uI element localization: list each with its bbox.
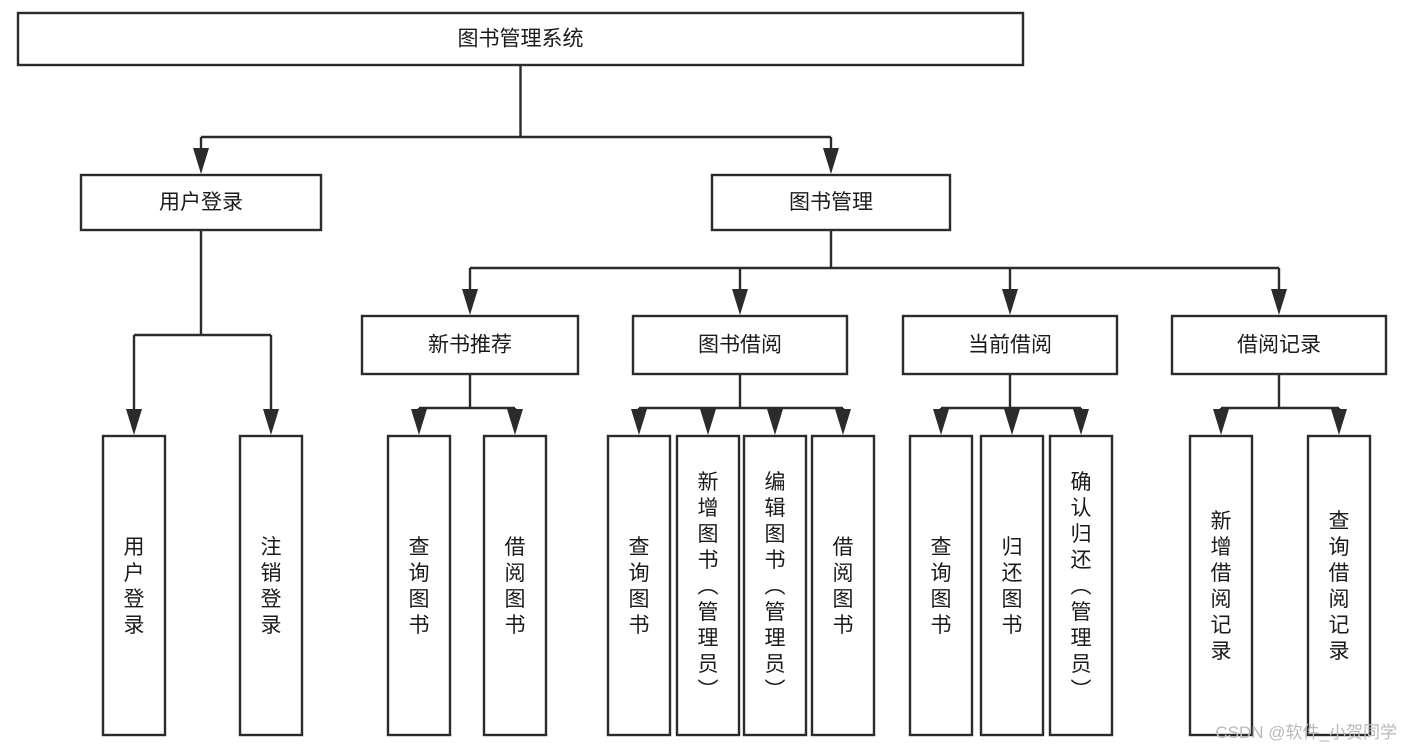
node-box[interactable] xyxy=(901,314,1119,376)
arrow-head-icon xyxy=(411,409,427,435)
arrow-head-icon xyxy=(507,409,523,435)
node-box[interactable] xyxy=(386,434,452,737)
node-box[interactable] xyxy=(1188,434,1254,737)
node-box[interactable] xyxy=(631,314,849,376)
node-box[interactable] xyxy=(1306,434,1372,737)
connector-group-root xyxy=(193,65,839,174)
node-label: 归还图书 xyxy=(1002,536,1023,637)
node-label: 新增借阅记录 xyxy=(1211,510,1232,663)
node-label: 查询图书 xyxy=(629,536,650,637)
node-borrow-record[interactable]: 借阅记录 xyxy=(1170,314,1388,376)
node-leaf-logout-login[interactable]: 注销登录 xyxy=(238,434,304,737)
node-user-login[interactable]: 用户登录 xyxy=(79,173,323,232)
connector-group-new-book-recommend xyxy=(411,374,523,435)
node-box[interactable] xyxy=(742,434,808,737)
node-label: 编辑图书︵管理员︶ xyxy=(765,471,786,702)
node-label: 新书推荐 xyxy=(428,334,512,357)
connector-group-user-login xyxy=(126,230,279,435)
arrow-head-icon xyxy=(823,148,839,174)
node-leaf-query-book-1[interactable]: 查询图书 xyxy=(386,434,452,737)
connector-layer xyxy=(126,65,1347,435)
arrow-head-icon xyxy=(732,289,748,315)
connector-group-book-manage xyxy=(462,230,1287,315)
node-label: 借阅图书 xyxy=(505,536,526,637)
arrow-head-icon xyxy=(1002,289,1018,315)
node-label: 用户登录 xyxy=(124,536,145,637)
arrow-head-icon xyxy=(193,148,209,174)
node-leaf-return-book[interactable]: 归还图书 xyxy=(979,434,1045,737)
node-label: 用户登录 xyxy=(159,191,243,214)
node-leaf-add-book[interactable]: 新增图书︵管理员︶ xyxy=(675,434,741,737)
node-label: 查询图书 xyxy=(931,536,952,637)
node-current-borrow[interactable]: 当前借阅 xyxy=(901,314,1119,376)
connector-group-current-borrow xyxy=(933,374,1089,435)
node-label: 查询图书 xyxy=(409,536,430,637)
node-new-book-recommend[interactable]: 新书推荐 xyxy=(360,314,580,376)
node-box[interactable] xyxy=(360,314,580,376)
node-box[interactable] xyxy=(606,434,672,737)
csdn-watermark: CSDN @软件_小贺同学 xyxy=(1215,723,1397,742)
node-label: 图书管理 xyxy=(789,191,873,214)
node-leaf-add-borrow-record[interactable]: 新增借阅记录 xyxy=(1188,434,1254,737)
arrow-head-icon xyxy=(700,409,716,435)
node-label: 图书管理系统 xyxy=(458,28,584,51)
node-label: 图书借阅 xyxy=(698,334,782,357)
node-label: 借阅图书 xyxy=(833,536,854,637)
arrow-head-icon xyxy=(126,409,142,435)
node-box[interactable] xyxy=(1170,314,1388,376)
arrow-head-icon xyxy=(462,289,478,315)
node-leaf-edit-book[interactable]: 编辑图书︵管理员︶ xyxy=(742,434,808,737)
node-leaf-borrow-book-2[interactable]: 借阅图书 xyxy=(810,434,876,737)
node-box[interactable] xyxy=(482,434,548,737)
node-label: 当前借阅 xyxy=(968,334,1052,357)
node-leaf-query-book-3[interactable]: 查询图书 xyxy=(908,434,974,737)
node-label: 新增图书︵管理员︶ xyxy=(698,471,719,702)
node-label: 借阅记录 xyxy=(1237,334,1321,357)
arrow-head-icon xyxy=(631,409,647,435)
node-leaf-borrow-book-1[interactable]: 借阅图书 xyxy=(482,434,548,737)
node-label: 确认归还︵管理员︶ xyxy=(1071,471,1092,702)
node-box[interactable] xyxy=(101,434,167,737)
node-box[interactable] xyxy=(238,434,304,737)
arrow-head-icon xyxy=(1073,409,1089,435)
connector-group-borrow-record xyxy=(1213,374,1347,435)
node-book-manage[interactable]: 图书管理 xyxy=(710,173,952,232)
node-root[interactable]: 图书管理系统 xyxy=(16,11,1025,67)
node-label: 注销登录 xyxy=(261,536,282,637)
node-box[interactable] xyxy=(710,173,952,232)
arrow-head-icon xyxy=(1213,409,1229,435)
node-box[interactable] xyxy=(908,434,974,737)
arrow-head-icon xyxy=(1331,409,1347,435)
node-leaf-confirm-return[interactable]: 确认归还︵管理员︶ xyxy=(1048,434,1114,737)
arrow-head-icon xyxy=(1271,289,1287,315)
node-box[interactable] xyxy=(1048,434,1114,737)
arrow-head-icon xyxy=(263,409,279,435)
node-leaf-query-book-2[interactable]: 查询图书 xyxy=(606,434,672,737)
node-box[interactable] xyxy=(979,434,1045,737)
node-box[interactable] xyxy=(79,173,323,232)
node-box[interactable] xyxy=(810,434,876,737)
arrow-head-icon xyxy=(1004,409,1020,435)
node-layer: 图书管理系统用户登录图书管理新书推荐图书借阅当前借阅借阅记录用户登录注销登录查询… xyxy=(16,11,1388,737)
node-label: 查询借阅记录 xyxy=(1329,510,1350,663)
node-leaf-user-login[interactable]: 用户登录 xyxy=(101,434,167,737)
arrow-head-icon xyxy=(835,409,851,435)
node-leaf-query-borrow-record[interactable]: 查询借阅记录 xyxy=(1306,434,1372,737)
node-book-borrow[interactable]: 图书借阅 xyxy=(631,314,849,376)
arrow-head-icon xyxy=(767,409,783,435)
node-box[interactable] xyxy=(16,11,1025,67)
node-box[interactable] xyxy=(675,434,741,737)
connector-group-book-borrow xyxy=(631,374,851,435)
arrow-head-icon xyxy=(933,409,949,435)
